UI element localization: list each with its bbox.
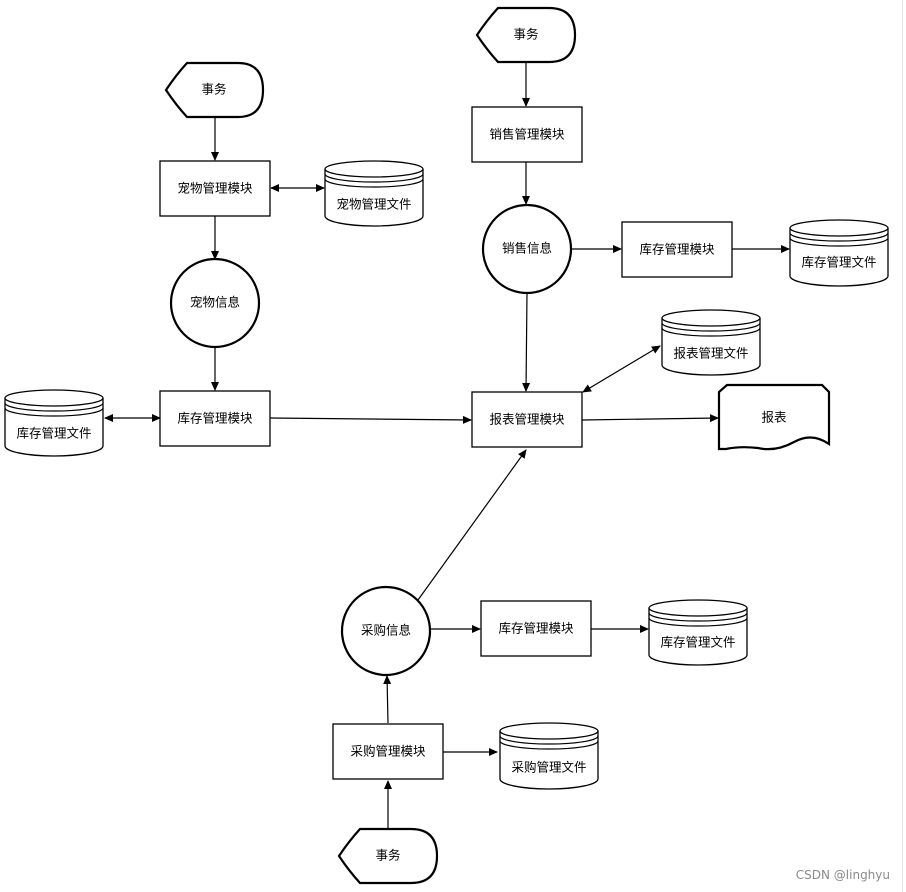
store-inventory-file-left: 库存管理文件	[4, 389, 104, 457]
process-inventory-purchase-label: 库存管理模块	[498, 621, 574, 636]
store-inventory-file-purchase-label: 库存管理文件	[660, 635, 735, 650]
document-report-label: 报表	[761, 410, 787, 425]
terminal-top: 事务	[475, 6, 577, 64]
store-report-file-label: 报表管理文件	[673, 346, 748, 361]
process-pet-mgmt: 宠物管理模块	[159, 160, 271, 217]
arrow-inventory-to-report	[269, 415, 472, 424]
terminal-top-label: 事务	[513, 27, 538, 42]
process-purchase-mgmt: 采购管理模块	[332, 723, 444, 780]
arrow-report-to-document	[581, 414, 719, 423]
process-purchase-mgmt-label: 采购管理模块	[350, 744, 426, 759]
store-inventory-file-purchase: 库存管理文件	[648, 599, 748, 666]
process-inventory-sales: 库存管理模块	[621, 221, 733, 278]
store-purchase-file-label: 采购管理文件	[511, 760, 586, 775]
store-inventory-file-left-label: 库存管理文件	[16, 426, 91, 441]
terminal-bottom-label: 事务	[375, 848, 400, 863]
arrow-purchase-mgmt-to-purchase-info	[383, 675, 392, 724]
process-sales-mgmt: 销售管理模块	[471, 106, 583, 163]
store-pet-file-label: 宠物管理文件	[336, 197, 411, 212]
frame-border	[902, 0, 903, 892]
arrow-purchase-info-to-report	[417, 449, 527, 601]
info-purchase: 采购信息	[340, 585, 432, 677]
info-pet: 宠物信息	[169, 257, 261, 349]
process-pet-mgmt-label: 宠物管理模块	[177, 181, 253, 196]
info-pet-label: 宠物信息	[190, 295, 240, 310]
process-sales-mgmt-label: 销售管理模块	[489, 127, 565, 142]
watermark: CSDN @linghyu	[795, 868, 890, 882]
connectors	[104, 62, 790, 828]
terminal-bottom: 事务	[337, 827, 439, 885]
process-inventory-purchase: 库存管理模块	[480, 600, 592, 657]
store-inventory-file-sales: 库存管理文件	[789, 219, 889, 287]
document-report: 报表	[717, 383, 831, 451]
arrow-report-file-report	[582, 345, 661, 393]
info-sales: 销售信息	[481, 203, 573, 295]
store-inventory-file-sales-label: 库存管理文件	[801, 255, 876, 270]
info-sales-label: 销售信息	[502, 241, 552, 256]
arrow-sales-info-to-report	[522, 292, 531, 392]
terminal-left: 事务	[164, 61, 265, 119]
info-purchase-label: 采购信息	[361, 623, 411, 638]
process-inventory-left: 库存管理模块	[159, 390, 271, 447]
store-pet-file: 宠物管理文件	[324, 160, 424, 227]
process-inventory-sales-label: 库存管理模块	[639, 242, 715, 257]
terminal-left-label: 事务	[201, 82, 226, 97]
process-inventory-left-label: 库存管理模块	[177, 411, 253, 426]
store-report-file: 报表管理文件	[661, 309, 761, 376]
process-report-mgmt-label: 报表管理模块	[489, 412, 565, 427]
store-purchase-file: 采购管理文件	[499, 722, 599, 790]
process-report-mgmt: 报表管理模块	[471, 391, 583, 448]
